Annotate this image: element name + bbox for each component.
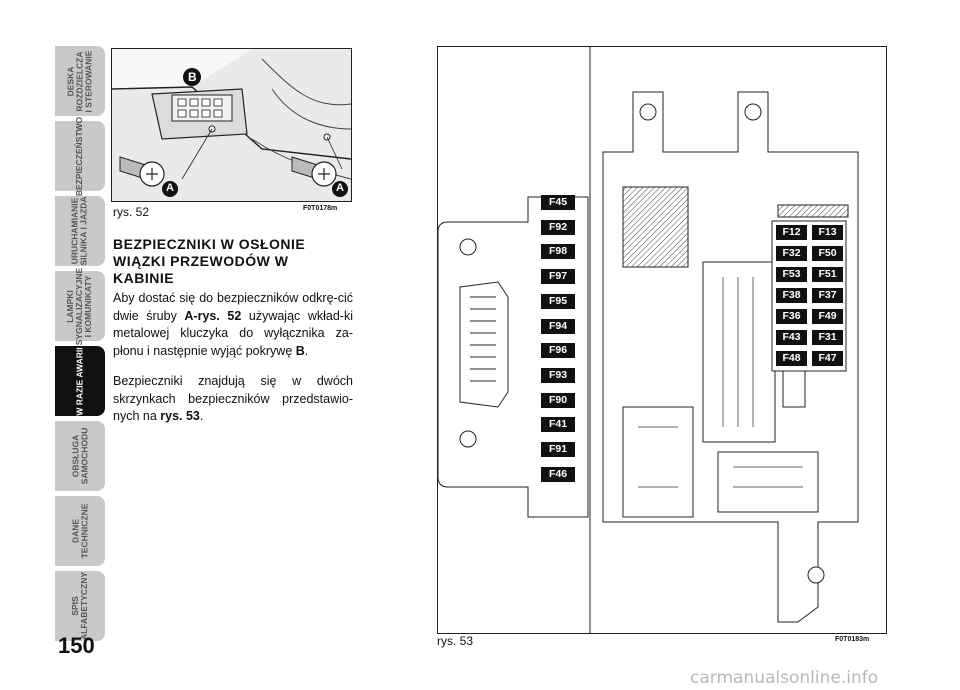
figure-52-caption: rys. 52 [113, 205, 150, 219]
bold-ref: B [295, 343, 305, 358]
fuse-label: F98 [541, 244, 575, 260]
text-run: . [304, 343, 309, 358]
fuse-label: F31 [812, 330, 843, 345]
label-a-left: A [166, 182, 174, 194]
text-run: . [199, 409, 204, 423]
fuse-label: F12 [776, 225, 807, 240]
paragraph-2: Bezpieczniki znajdują się w dwóch skrzyn… [113, 373, 353, 426]
tab-label: OBSŁUGA SAMOCHODU [70, 427, 90, 485]
fuse-label: F48 [776, 351, 807, 366]
fuse-label: F94 [541, 318, 575, 334]
figure-53-code: F0T0183m [835, 636, 870, 643]
tab-lampki[interactable]: LAMPKI SYGNALIZACYJNE I KOMUNIKATY [55, 267, 105, 345]
fuse-label: F95 [541, 293, 575, 309]
tab-label: DANE TECHNICZNE [70, 503, 89, 559]
fuse-label: F38 [776, 288, 807, 303]
tab-obsluga[interactable]: OBSŁUGA SAMOCHODU [55, 421, 105, 491]
tab-bezpieczenstwo[interactable]: BEZPIECZEŃSTWO [55, 116, 105, 196]
section-heading: BEZPIECZNIKI W OSŁONIE WIĄZKI PRZEWODÓW … [113, 236, 306, 286]
tab-label: W RAZIE AWARII [74, 346, 85, 416]
fuse-label: F43 [776, 330, 807, 345]
tab-deska-rozdzielcza[interactable]: DESKA ROZDZIELCZA I STEROWANIE [55, 46, 105, 116]
page-number: 150 [58, 633, 95, 658]
fuse-label: F90 [541, 392, 575, 408]
fuse-label: F32 [776, 246, 807, 261]
dashboard-illustration [112, 49, 351, 201]
fuse-label: F13 [812, 225, 843, 240]
fuse-label: F47 [812, 351, 843, 366]
figure-52-code: F0T0178m [303, 205, 338, 212]
fuse-label: F53 [776, 267, 807, 282]
fuse-label: F49 [812, 309, 843, 324]
text-run: używając wkład-ki metalowej kluczyka do … [113, 308, 353, 358]
tab-label: DESKA ROZDZIELCZA I STEROWANIE [65, 50, 94, 112]
tab-label: SPIS ALFABETYCZNY [70, 572, 89, 640]
label-a-right: A [336, 182, 344, 194]
tab-w-razie-awarii[interactable]: W RAZIE AWARII [55, 346, 105, 416]
text-run: Bezpieczniki znajdują się w dwóch skrzyn… [113, 374, 353, 423]
fuse-label: F37 [812, 288, 843, 303]
bold-ref: A-rys. 52 [184, 308, 242, 323]
fuse-label: F96 [541, 343, 575, 359]
fuse-label: F93 [541, 367, 575, 383]
label-b: B [188, 70, 197, 84]
watermark-footer: carmanualsonline.info [690, 668, 879, 688]
fuse-label: F36 [776, 309, 807, 324]
screw-right-icon [291, 156, 337, 187]
fuse-label: F50 [812, 246, 843, 261]
figure-52: B A A [111, 48, 352, 202]
fuse-label: F46 [541, 466, 575, 482]
fuse-label: F41 [541, 417, 575, 433]
fuse-label: F92 [541, 219, 575, 235]
tab-dane-techniczne[interactable]: DANE TECHNICZNE [55, 496, 105, 566]
tab-label: BEZPIECZEŃSTWO [74, 116, 85, 196]
tab-label: LAMPKI SYGNALIZACYJNE I KOMUNIKATY [65, 267, 94, 345]
screw-left-icon [119, 156, 165, 187]
fuse-label: F45 [541, 195, 575, 210]
bold-ref: rys. 53 [160, 409, 200, 423]
text-run: Aby dostać się do bezpieczników odkrę-ci… [113, 291, 353, 323]
fuse-label: F97 [541, 269, 575, 285]
tab-spis-alfabetyczny[interactable]: SPIS ALFABETYCZNY [55, 571, 105, 641]
tab-uruchamianie[interactable]: URUCHAMIANIE SILNIKA I JAZDA [55, 196, 105, 266]
fuse-label: F91 [541, 442, 575, 457]
fuse-label: F51 [812, 267, 843, 282]
figure-53-caption: rys. 53 [437, 634, 474, 648]
paragraph-1: Aby dostać się do bezpieczników odkrę-ci… [113, 290, 353, 360]
tab-label: URUCHAMIANIE SILNIKA I JAZDA [70, 196, 90, 266]
